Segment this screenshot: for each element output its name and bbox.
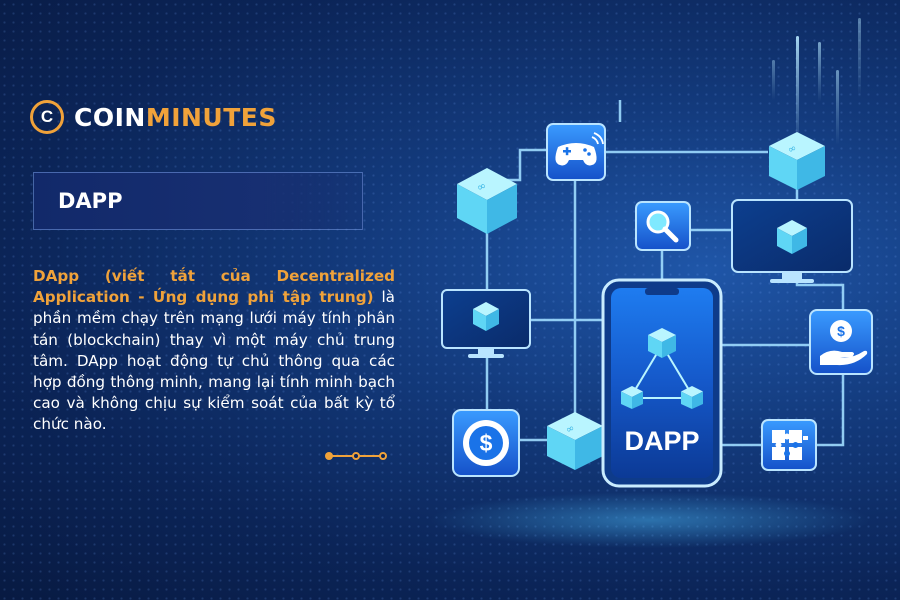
light-stripe [818, 42, 821, 102]
logo-text-coin: COIN [74, 102, 146, 132]
coinminutes-logo: C COINMINUTES [30, 100, 277, 134]
monitor-icon [441, 289, 531, 358]
svg-text:$: $ [480, 430, 493, 456]
search-icon [635, 201, 691, 251]
logo-c-icon: C [30, 100, 64, 134]
indicator-dot [379, 452, 387, 460]
connection-lines [485, 100, 845, 447]
light-stripe [858, 18, 861, 98]
gamepad-icon [546, 123, 606, 181]
cube-icon: ∞ [769, 132, 825, 190]
description-body: là phần mềm chạy trên mạng lưới máy tính… [33, 288, 395, 434]
description-highlight: DApp (viết tắt của Decentralized Applica… [33, 267, 395, 307]
cube-icon: ∞ [457, 168, 517, 234]
indicator-dot-active [325, 452, 333, 460]
phone-icon: DAPP [601, 278, 723, 488]
cube-icon: ∞ [547, 412, 603, 470]
floor-glow [430, 492, 870, 548]
puzzle-icon [761, 419, 817, 471]
phone-label: DAPP [624, 426, 699, 456]
monitor-icon [731, 199, 853, 283]
dollar-coin-icon: $ [452, 409, 520, 477]
slide-indicator [325, 451, 387, 461]
light-stripe [796, 36, 799, 146]
logo-wordmark: COINMINUTES [74, 103, 277, 132]
light-stripe [772, 60, 775, 100]
page-title: DAPP [58, 189, 123, 213]
light-stripe [836, 70, 839, 145]
logo-text-minutes: MINUTES [145, 102, 277, 132]
coin-hand-icon: $ [809, 309, 873, 375]
svg-text:$: $ [837, 323, 845, 339]
description-paragraph: DApp (viết tắt của Decentralized Applica… [33, 266, 395, 436]
indicator-dot [352, 452, 360, 460]
title-banner: DAPP [33, 172, 363, 230]
